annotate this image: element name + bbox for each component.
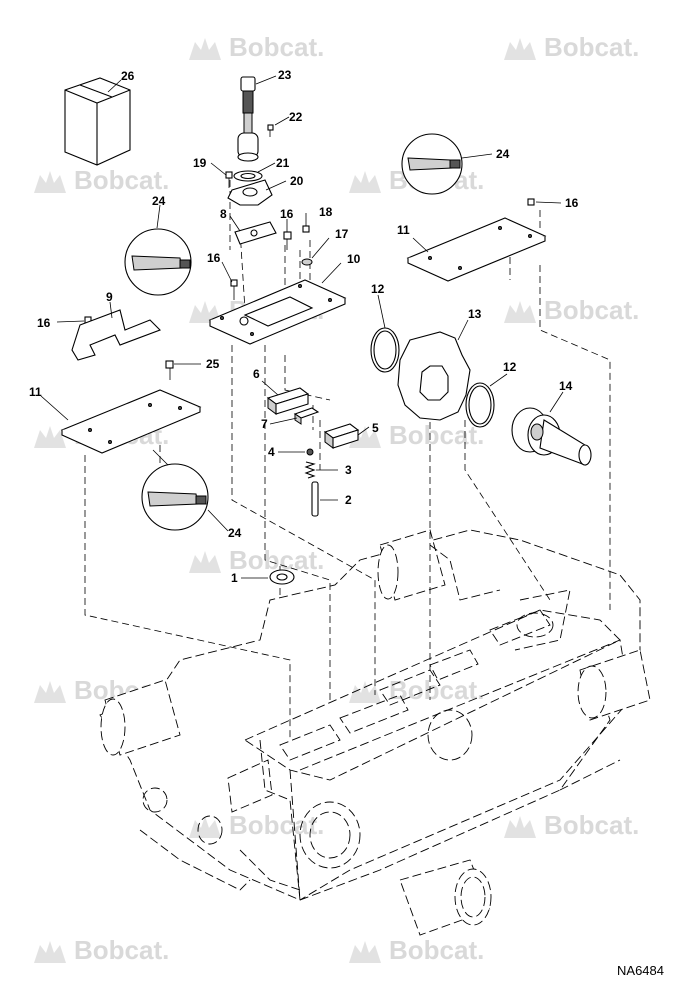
part-16-screw-c [527, 198, 535, 206]
part-24-sealant-mid [124, 228, 192, 296]
part-19-screw [225, 171, 233, 188]
callout-11-a: 11 [29, 385, 42, 399]
callout-26: 26 [121, 69, 135, 83]
part-1-washer [269, 569, 295, 585]
part-13-disc [397, 331, 471, 421]
callout-15: 16 [280, 207, 294, 221]
callout-2: 2 [345, 493, 352, 507]
bobcat-logo-watermark [345, 167, 385, 197]
part-6-block [266, 387, 310, 415]
bobcat-text-watermark: Bobcat. [74, 165, 170, 195]
bobcat-text-watermark: Bobcat. [229, 810, 325, 840]
part-26-carton [64, 77, 131, 166]
bobcat-text-watermark: Bobcat. [74, 935, 170, 965]
part-2-pin [311, 481, 319, 517]
callout-24-c: 24 [496, 147, 510, 161]
callout-9: 9 [106, 290, 113, 304]
part-11-cover-left [60, 389, 202, 454]
callout-18: 18 [319, 205, 333, 219]
part-25-screw [165, 360, 174, 380]
callout-6: 6 [253, 367, 260, 381]
part-22-screw [267, 124, 274, 137]
part-16-screw [230, 279, 238, 300]
part-24-sealant-low [141, 463, 209, 531]
callout-10: 10 [347, 252, 361, 266]
part-3-spring [304, 461, 316, 479]
callout-20: 20 [290, 174, 304, 188]
callout-24-b: 24 [228, 526, 242, 540]
bobcat-logo-watermark [30, 677, 70, 707]
part-23-sensor [237, 76, 259, 162]
chaincase-frame [99, 529, 651, 936]
callout-12-b: 12 [503, 360, 517, 374]
bobcat-logo-watermark [185, 812, 225, 842]
bobcat-logo-watermark [185, 547, 225, 577]
bobcat-text-watermark: Bobcat. [544, 32, 640, 62]
bobcat-logo-watermark [185, 297, 225, 327]
callout-21: 21 [276, 156, 290, 170]
callout-1: 1 [231, 571, 238, 585]
callout-7: 7 [261, 417, 268, 431]
callout-19: 19 [193, 156, 207, 170]
bobcat-logo-watermark [30, 937, 70, 967]
callout-4: 4 [268, 445, 275, 459]
callout-11-b: 11 [397, 223, 410, 237]
part-5-block [323, 423, 360, 449]
figure-reference: NA6484 [617, 963, 664, 978]
callout-13: 13 [468, 307, 482, 321]
part-7-block [293, 407, 320, 425]
bobcat-logo-watermark [345, 422, 385, 452]
callout-3: 3 [345, 463, 352, 477]
part-20-mount [227, 179, 273, 206]
part-15-screw [283, 231, 292, 250]
part-14-sprocket-shaft [511, 407, 592, 466]
bobcat-text-watermark: Bobcat. [544, 810, 640, 840]
bobcat-logo-watermark [500, 297, 540, 327]
callout-labels: 26 23 22 21 20 19 8 16 18 17 10 16 16 9 … [29, 68, 579, 585]
callout-16-a: 16 [207, 251, 221, 265]
part-24-sealant-top [401, 133, 463, 195]
bobcat-logo-watermark [345, 677, 385, 707]
bobcat-logo-watermark [500, 812, 540, 842]
part-12-snap-ring-b [465, 382, 495, 428]
part-8-bracket [234, 221, 277, 245]
part-10-plate [208, 279, 347, 345]
callout-23: 23 [278, 68, 292, 82]
part-4-ball [306, 448, 314, 456]
bobcat-text-watermark: Bobcat. [229, 32, 325, 62]
bobcat-logo-watermark [185, 34, 225, 64]
callout-12-a: 12 [371, 282, 385, 296]
callout-leaders [40, 75, 564, 579]
part-11-cover-right [406, 217, 547, 282]
callout-25: 25 [206, 357, 220, 371]
part-18-screw [302, 225, 310, 233]
part-21-seal [233, 170, 263, 182]
callout-24-a: 24 [152, 194, 166, 208]
callout-16-c: 16 [565, 196, 579, 210]
callout-16-b: 16 [37, 316, 51, 330]
callout-22: 22 [289, 110, 303, 124]
callout-14: 14 [559, 379, 573, 393]
part-17-washer [301, 258, 313, 266]
bobcat-text-watermark: Bobcat. [389, 935, 485, 965]
bobcat-text-watermark: Bobcat. [544, 295, 640, 325]
bobcat-logo-watermark [345, 937, 385, 967]
bobcat-text-watermark: Bobcat. [229, 545, 325, 575]
bobcat-logo-watermark [30, 167, 70, 197]
part-12-snap-ring-a [370, 327, 400, 373]
bobcat-text-watermark: Bobcat. [389, 420, 485, 450]
callout-8: 8 [220, 207, 227, 221]
callout-17: 17 [335, 227, 349, 241]
bobcat-logo-watermark [500, 34, 540, 64]
part-9-shield [71, 309, 161, 361]
callout-5: 5 [372, 421, 379, 435]
bobcat-logo-watermark [30, 422, 70, 452]
